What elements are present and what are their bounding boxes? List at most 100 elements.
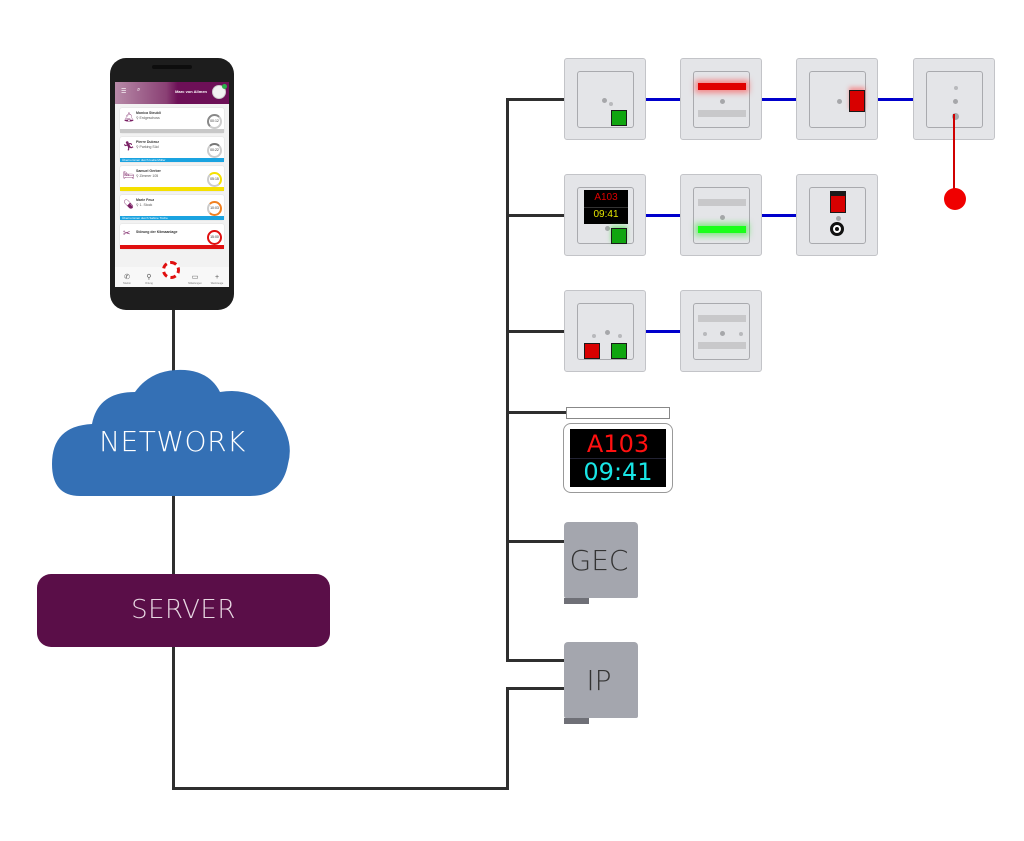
alert-status-strip <box>120 129 224 133</box>
alert-card[interactable]: 🔔︎ Monica Steubli ⚲ Erdgeschoss 00:12 <box>120 108 224 133</box>
controller-body <box>564 522 638 598</box>
bus-link <box>646 214 680 217</box>
menu-icon[interactable]: ☰ <box>121 89 127 95</box>
jack-center <box>835 227 839 231</box>
bus-link <box>762 98 796 101</box>
row3-feed <box>506 330 566 333</box>
gec-label: GEC <box>569 544 629 577</box>
row1-feed <box>506 98 566 101</box>
alarm-button[interactable] <box>162 261 180 279</box>
location-icon: ⚲ <box>146 274 152 281</box>
alert-card[interactable]: 💊︎ Marie Feuz ⚲ 1. Stock Übernommen durc… <box>120 195 224 220</box>
panel-face <box>577 303 634 360</box>
corridor-light-panel <box>680 290 762 372</box>
room-display-divider <box>570 458 666 459</box>
network-label: NETWORK <box>99 425 246 458</box>
green-button[interactable] <box>611 228 627 244</box>
phone-screen: ☰ ⌕ Marc von Allmen 🔔︎ Monica Steubli ⚲ … <box>115 82 229 287</box>
display-feed <box>506 411 566 414</box>
message-icon: ▭ <box>191 274 199 281</box>
ip-label: IP <box>586 664 612 697</box>
led-dot <box>605 226 610 231</box>
ip-controller: IP <box>564 642 638 724</box>
search-icon[interactable]: ⌕ <box>137 87 141 93</box>
alert-timer: 15:00 <box>207 230 222 245</box>
alert-name: Monica Steubli <box>136 111 161 115</box>
avatar[interactable] <box>212 84 227 99</box>
nav-label: Werkzeuge <box>210 282 224 285</box>
panel-display-room: A103 <box>594 192 618 203</box>
green-light-bar <box>698 226 746 233</box>
panel-face <box>693 187 750 244</box>
cloud-shape <box>52 369 290 496</box>
device-trunk-wire <box>506 98 509 661</box>
green-button[interactable] <box>611 343 627 359</box>
cancel-jack-panel[interactable] <box>796 174 878 256</box>
bottom-nav: ✆ Telefon ⚲ Ortung ▭ Mitteilungen + Werk… <box>115 261 229 287</box>
cord-anchor <box>952 113 959 120</box>
call-button-panel[interactable] <box>564 58 646 140</box>
pill-icon: 💊︎ <box>123 199 135 209</box>
alert-status-strip <box>120 187 224 191</box>
led-dot <box>953 99 958 104</box>
network-cloud <box>52 369 290 496</box>
nav-mitteilungen[interactable]: ▭ Mitteilungen <box>185 274 205 285</box>
alert-name: Samuel Gerber <box>136 169 161 173</box>
alert-location: ⚲ Zimmer 105 <box>136 174 159 178</box>
ip-riser-wire <box>506 687 509 790</box>
pull-cord <box>953 114 955 196</box>
alert-name: Pierre Dubroz <box>136 140 159 144</box>
server-label: SERVER <box>131 595 236 625</box>
phone-icon: ✆ <box>124 274 130 281</box>
controller-foot <box>564 598 589 604</box>
grey-light-bar <box>698 199 746 206</box>
pull-cord-handle[interactable] <box>944 188 966 210</box>
alert-name: Marie Feuz <box>136 198 155 202</box>
red-cancel-button[interactable] <box>849 90 865 112</box>
display-mount <box>566 407 670 419</box>
nav-telefon[interactable]: ✆ Telefon <box>117 274 137 285</box>
nav-werkzeuge[interactable]: + Werkzeuge <box>207 274 227 285</box>
green-button[interactable] <box>611 110 627 126</box>
panel-display-divider <box>584 207 628 208</box>
user-name: Marc von Allmen <box>175 89 207 94</box>
led-dot <box>836 216 841 221</box>
plus-icon: + <box>214 274 220 281</box>
alert-status-strip: Übernommen durch Ioelia Müller <box>120 158 224 162</box>
jack-socket-icon[interactable] <box>830 222 844 236</box>
alert-status-strip: Übernommen durch Sabine Tüche <box>120 216 224 220</box>
trunk-to-ip-feed <box>506 659 566 662</box>
bus-link <box>646 98 680 101</box>
room-display: A103 09:41 <box>563 423 673 493</box>
led-dot <box>592 334 596 338</box>
bed-icon: 🛏︎ <box>123 170 135 180</box>
server-down-wire <box>172 646 175 790</box>
bus-link <box>878 98 913 101</box>
grey-light-bar <box>698 342 746 349</box>
alert-card[interactable]: ✂︎ Störung der Klimaanlage 15:00 <box>120 224 224 249</box>
panel-face <box>693 71 750 128</box>
alert-card[interactable]: 🛏︎ Samuel Gerber ⚲ Zimmer 105 05:15 <box>120 166 224 191</box>
nav-ortung[interactable]: ⚲ Ortung <box>139 274 159 285</box>
bottom-wire <box>172 787 509 790</box>
alert-status-strip <box>120 245 224 249</box>
red-button[interactable] <box>584 343 600 359</box>
red-cancel-button[interactable] <box>830 191 846 213</box>
phone-network-wire <box>172 310 175 375</box>
alert-card[interactable]: 🏃︎ Pierre Dubroz ⚲ Parking Süd Übernomme… <box>120 137 224 162</box>
alert-location: ⚲ 1. Stock <box>136 203 153 207</box>
panel-face: A103 09:41 <box>577 187 634 244</box>
controller-foot <box>564 718 589 724</box>
led-dot <box>703 332 707 336</box>
alert-timer: 05:15 <box>207 172 222 187</box>
led-dot <box>618 334 622 338</box>
server-box: SERVER <box>37 574 330 647</box>
alert-location: ⚲ Erdgeschoss <box>136 116 160 120</box>
grey-light-bar <box>698 110 746 117</box>
display-call-panel[interactable]: A103 09:41 <box>564 174 646 256</box>
nav-label: Mitteilungen <box>188 282 202 285</box>
row2-feed <box>506 214 566 217</box>
cancel-button-panel[interactable] <box>796 58 878 140</box>
dual-button-panel[interactable] <box>564 290 646 372</box>
panel-display-time: 09:41 <box>593 209 619 220</box>
